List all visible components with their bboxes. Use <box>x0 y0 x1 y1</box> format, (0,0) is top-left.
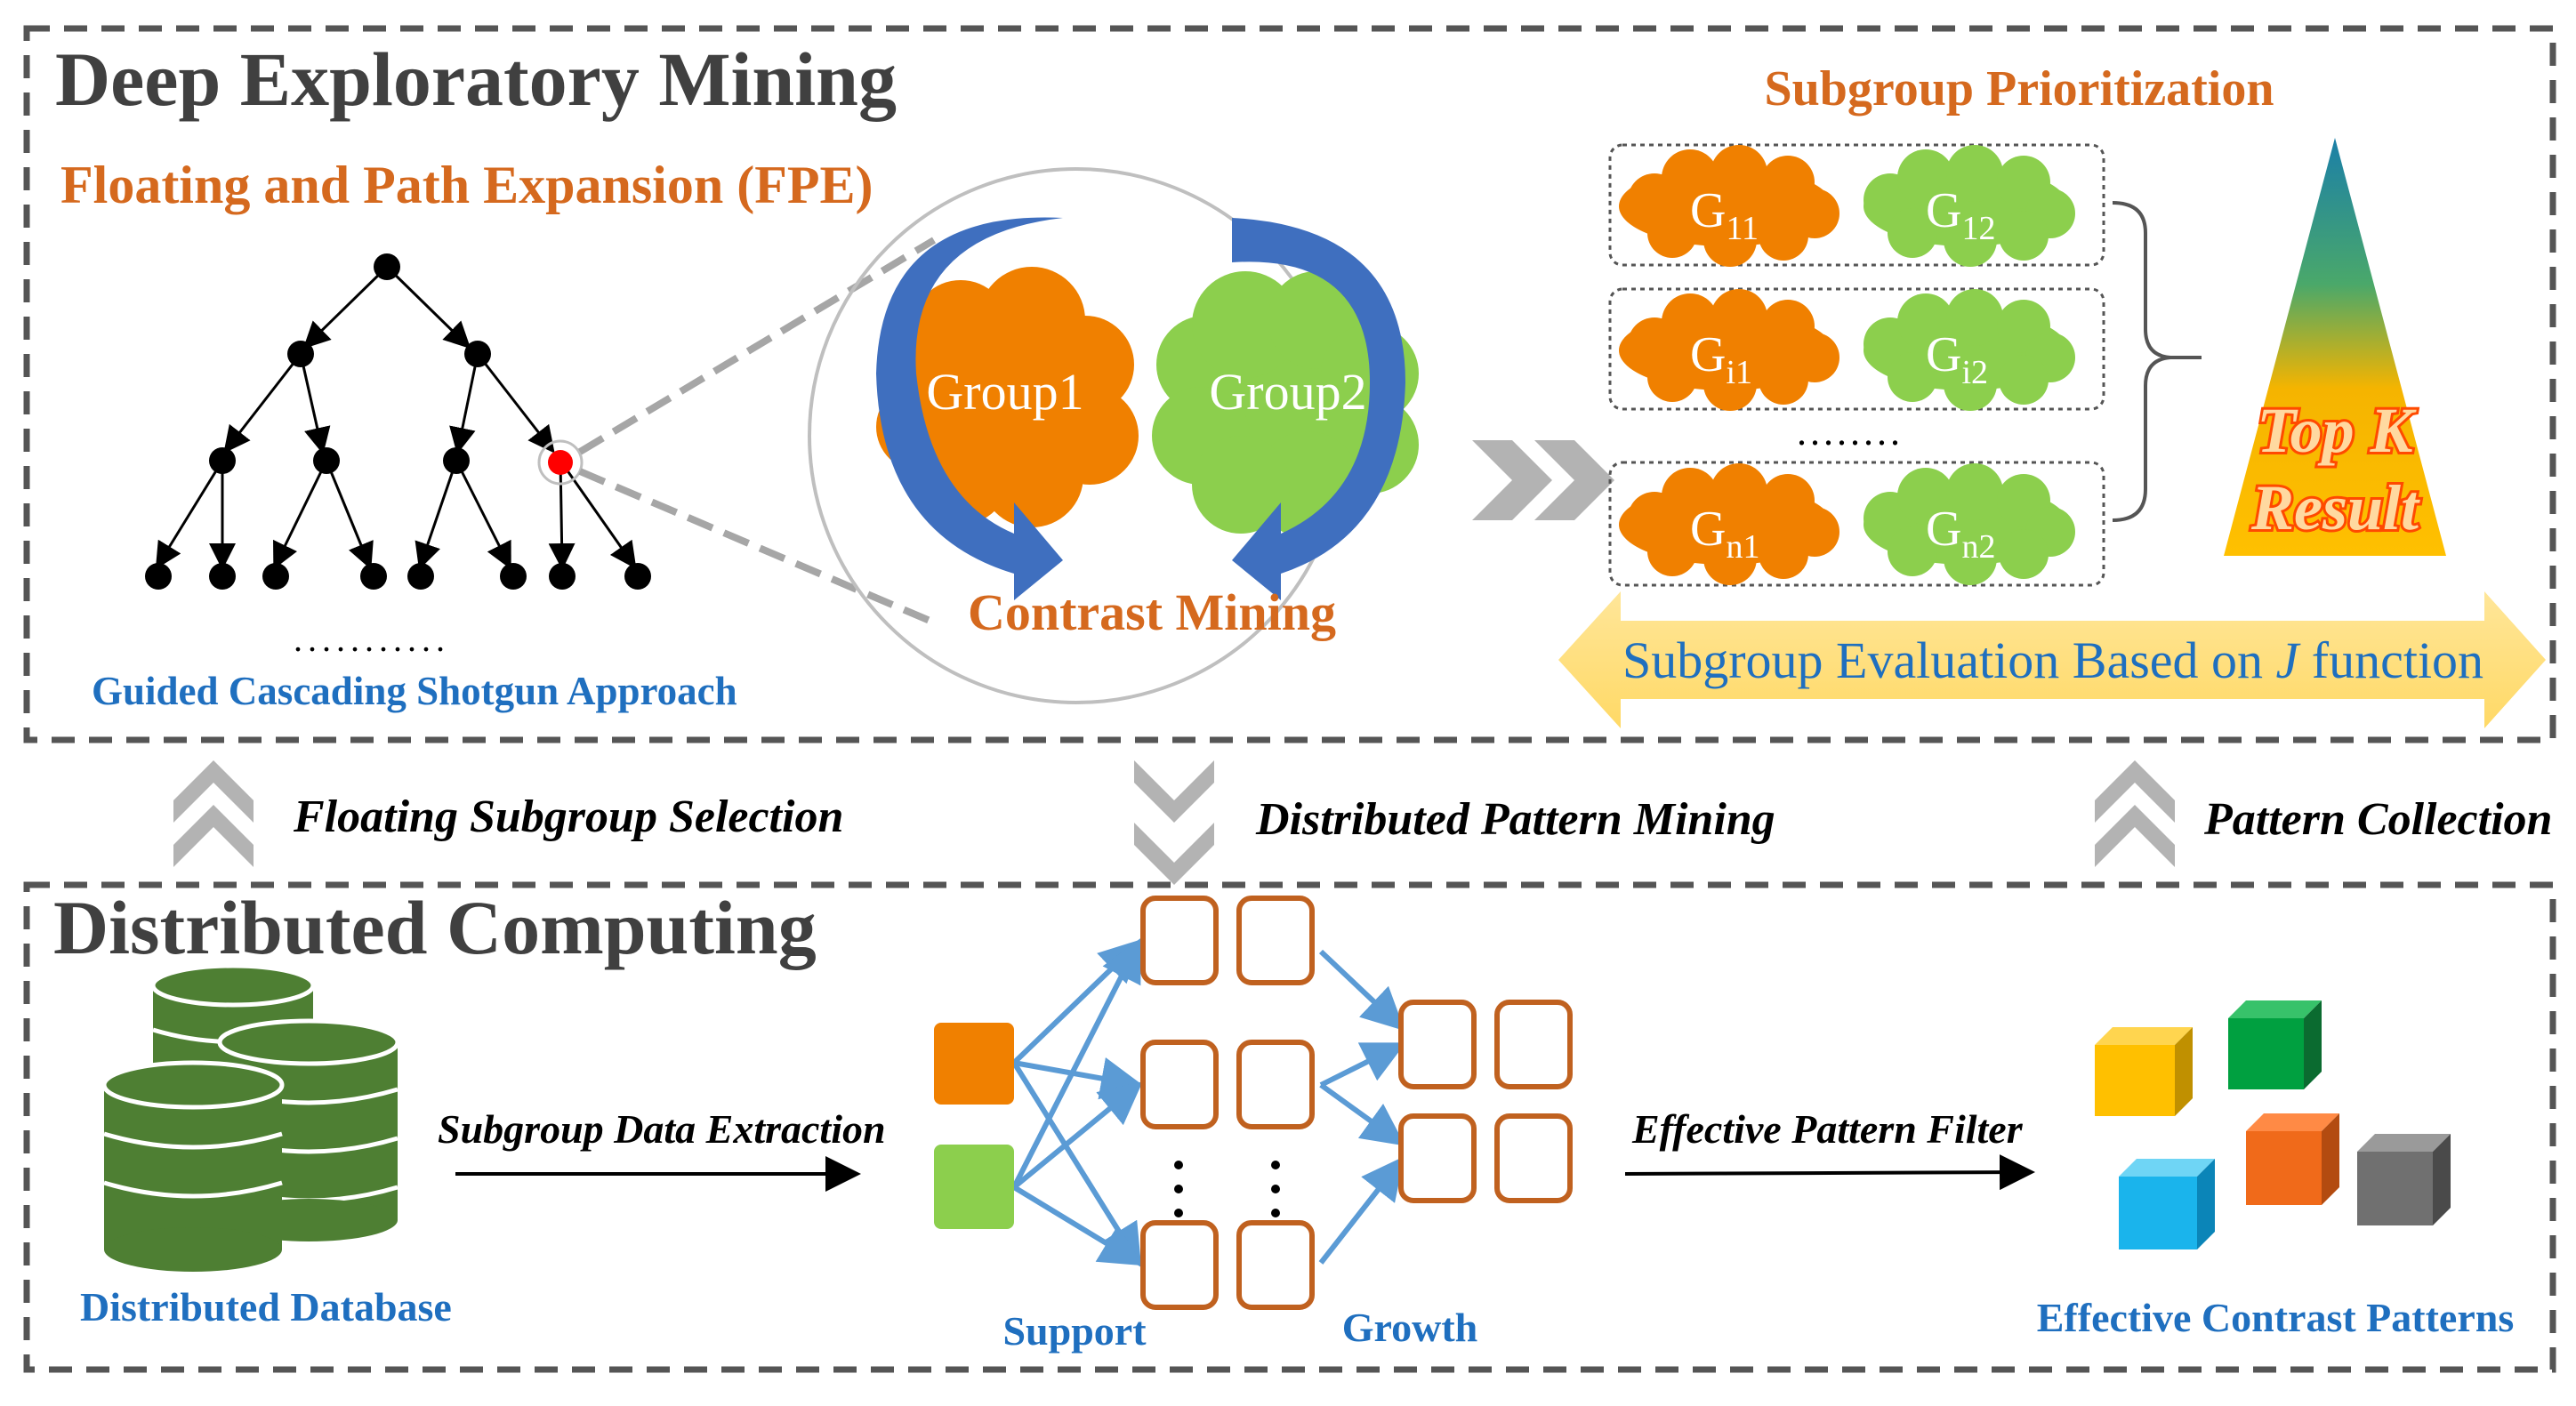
pattern-boxes <box>1140 896 1573 1310</box>
tree-node <box>313 447 340 474</box>
cube-yellow <box>2095 1027 2193 1116</box>
floating-subgroup-label: Floating Subgroup Selection <box>293 791 843 842</box>
selected-node-halo <box>537 439 584 486</box>
contrast-mining-label: Contrast Mining <box>968 583 1336 641</box>
top-k-label: Top K Result <box>2248 392 2423 546</box>
tree-node <box>145 563 172 590</box>
subgroup-labels: G11 G12 Gi1 Gi2 Gn1 Gn2 <box>1690 183 1995 566</box>
filter-arrow <box>1624 1154 2035 1191</box>
pattern-box <box>1236 896 1315 985</box>
tree-node <box>407 563 434 590</box>
tree-node <box>624 563 651 590</box>
group2-label: Group2 <box>1209 363 1366 421</box>
selected-node <box>548 450 573 475</box>
top-k-triangle <box>2224 138 2446 556</box>
prioritization-title: Subgroup Prioritization <box>1764 61 2274 116</box>
cube-green <box>2228 1000 2322 1089</box>
pattern-box <box>1494 1000 1573 1089</box>
tree-nodes <box>145 253 651 590</box>
gi1-label: Gi1 <box>1690 327 1752 391</box>
pattern-box <box>1140 1220 1219 1310</box>
tree-node <box>262 563 289 590</box>
support-label: Support <box>1002 1308 1147 1354</box>
top-panel-frame <box>23 25 2556 743</box>
g11-label: G11 <box>1690 183 1759 247</box>
forward-chevron-icon <box>1472 440 1614 520</box>
pattern-box <box>1236 1040 1315 1129</box>
patterns-caption: Effective Contrast Patterns <box>2037 1295 2514 1340</box>
pattern-box <box>1398 1000 1477 1089</box>
growth-network-edges <box>1011 937 1406 1268</box>
tree-continuation-dots: ........... <box>294 619 450 659</box>
filter-label: Effective Pattern Filter <box>1631 1106 2024 1152</box>
tree-node <box>360 563 387 590</box>
tree-node <box>464 341 491 367</box>
tree-node <box>209 447 236 474</box>
g12-label: G12 <box>1926 183 1995 247</box>
vertical-ellipsis-icon <box>1174 1161 1280 1217</box>
swap-arrow-left <box>876 217 1063 600</box>
zoom-line-bottom <box>578 468 936 626</box>
tree-node <box>443 447 470 474</box>
growth-label: Growth <box>1342 1305 1478 1350</box>
swap-arrow-right <box>1232 218 1405 600</box>
support-item-green <box>934 1145 1014 1229</box>
gn2-label: Gn2 <box>1926 502 1995 566</box>
svg-text:Result: Result <box>2250 472 2420 543</box>
down-chevron-center-icon <box>1134 760 1214 885</box>
extraction-label: Subgroup Data Extraction <box>438 1106 886 1152</box>
gn1-label: Gn1 <box>1690 502 1759 566</box>
pattern-box <box>1140 896 1219 985</box>
tree-node <box>287 341 314 367</box>
database-caption: Distributed Database <box>80 1284 452 1330</box>
subgroup-row-1 <box>1608 143 2105 267</box>
gi2-label: Gi2 <box>1926 327 1988 391</box>
tree-node <box>549 563 576 590</box>
evaluation-double-arrow <box>1558 591 2546 728</box>
pattern-box <box>1494 1113 1573 1203</box>
group1-label: Group1 <box>926 363 1083 421</box>
support-item-orange <box>934 1023 1014 1105</box>
pattern-collection-label: Pattern Collection <box>2203 794 2552 845</box>
distributed-pattern-mining-label: Distributed Pattern Mining <box>1255 794 1775 845</box>
tree-node <box>500 563 527 590</box>
up-chevron-right-icon <box>2095 760 2175 867</box>
fpe-title: Floating and Path Expansion (FPE) <box>60 156 873 214</box>
subgroup-row-2 <box>1608 287 2105 411</box>
cube-blue <box>2119 1159 2215 1249</box>
up-chevron-left-icon <box>173 760 254 867</box>
tree-node <box>374 253 400 280</box>
pattern-box <box>1236 1220 1315 1310</box>
tree-caption: Guided Cascading Shotgun Approach <box>92 669 737 713</box>
bottom-panel-title: Distributed Computing <box>53 885 817 970</box>
cube-gray <box>2357 1134 2451 1225</box>
database-icon <box>101 963 400 1272</box>
zoom-line-top <box>577 237 937 455</box>
top-panel-title: Deep Exploratory Mining <box>55 36 897 122</box>
pattern-box <box>1398 1113 1477 1203</box>
svg-text:Top K: Top K <box>2257 395 2417 466</box>
search-tree <box>155 265 637 570</box>
tree-node <box>209 563 236 590</box>
db-cylinder-front <box>101 1060 285 1272</box>
rows-brace <box>2112 201 2171 522</box>
cube-orange <box>2246 1113 2339 1205</box>
evaluation-label: Subgroup Evaluation Based on J function <box>1622 631 2483 689</box>
pattern-box <box>1140 1040 1219 1129</box>
subgroup-row-3 <box>1608 461 2105 587</box>
bottom-panel-frame <box>23 881 2556 1373</box>
rows-ellipsis: ........ <box>1797 410 1904 454</box>
